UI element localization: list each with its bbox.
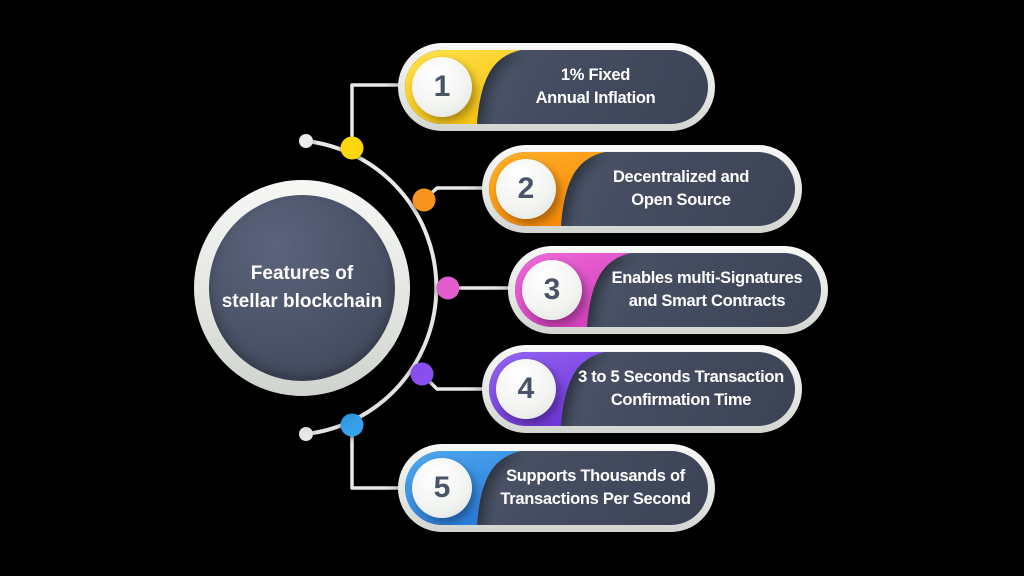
- diagram-title-line1: Features of: [250, 263, 354, 285]
- node-dot-5: [340, 413, 364, 437]
- pill-1-label-line1: 1% Fixed: [560, 66, 631, 85]
- pill-5-body: 5 Supports Thousands of Transactions Per…: [405, 451, 708, 525]
- pill-3-label: Enables multi-Signatures and Smart Contr…: [603, 253, 811, 327]
- arc-end-dot-bottom: [299, 427, 313, 441]
- pill-2-body: 2 Decentralized and Open Source: [489, 152, 795, 226]
- feature-pill-3: 3 Enables multi-Signatures and Smart Con…: [508, 246, 828, 334]
- pill-5-label: Supports Thousands of Transactions Per S…: [493, 451, 698, 525]
- pill-2-number-badge: 2: [496, 159, 556, 219]
- pill-3-label-line2: and Smart Contracts: [628, 292, 786, 310]
- feature-pill-1: 1 1% Fixed Annual Inflation: [398, 43, 715, 131]
- pill-3-label-line1: Enables multi-Signatures: [611, 269, 803, 288]
- pill-5-label-line1: Supports Thousands of: [506, 467, 685, 486]
- pill-2-label: Decentralized and Open Source: [577, 152, 785, 226]
- pill-3-number: 3: [543, 273, 561, 306]
- pill-5-number: 5: [433, 471, 451, 504]
- pill-1-label-line2: Annual Inflation: [535, 89, 656, 107]
- pill-4-label-line2: Confirmation Time: [610, 391, 752, 409]
- pill-4-number-badge: 4: [496, 359, 556, 419]
- node-dot-2: [412, 188, 436, 212]
- pill-5-number-badge: 5: [412, 458, 472, 518]
- pill-1-label: 1% Fixed Annual Inflation: [493, 50, 698, 124]
- arc-end-dot-top: [299, 134, 313, 148]
- feature-pill-4: 4 3 to 5 Seconds Transaction Confirmatio…: [482, 345, 802, 433]
- diagram-title-line2: stellar blockchain: [221, 291, 383, 312]
- pill-5-label-line2: Transactions Per Second: [500, 490, 691, 508]
- pill-2-label-line1: Decentralized and: [612, 168, 750, 187]
- node-dot-3: [436, 276, 460, 300]
- feature-pill-2: 2 Decentralized and Open Source: [482, 145, 802, 233]
- pill-4-label-line1: 3 to 5 Seconds Transaction: [578, 368, 784, 387]
- pill-1-number-badge: 1: [412, 57, 472, 117]
- pill-1-number: 1: [433, 70, 451, 103]
- node-dot-4: [410, 362, 434, 386]
- pill-3-number-badge: 3: [522, 260, 582, 320]
- pill-2-label-line2: Open Source: [631, 191, 731, 209]
- pill-4-body: 4 3 to 5 Seconds Transaction Confirmatio…: [489, 352, 795, 426]
- pill-1-body: 1 1% Fixed Annual Inflation: [405, 50, 708, 124]
- diagram-title: Features of stellar blockchain: [222, 260, 383, 315]
- pill-4-number: 4: [517, 372, 535, 405]
- pill-2-number: 2: [517, 172, 535, 205]
- connector-line-5: [350, 423, 402, 490]
- center-circle: Features of stellar blockchain: [194, 180, 410, 396]
- feature-pill-5: 5 Supports Thousands of Transactions Per…: [398, 444, 715, 532]
- connector-line-1: [350, 83, 402, 150]
- node-dot-1: [340, 136, 364, 160]
- pill-4-label: 3 to 5 Seconds Transaction Confirmation …: [577, 352, 785, 426]
- center-circle-face: Features of stellar blockchain: [209, 195, 395, 381]
- timeline-arc: [304, 139, 439, 436]
- pill-3-body: 3 Enables multi-Signatures and Smart Con…: [515, 253, 821, 327]
